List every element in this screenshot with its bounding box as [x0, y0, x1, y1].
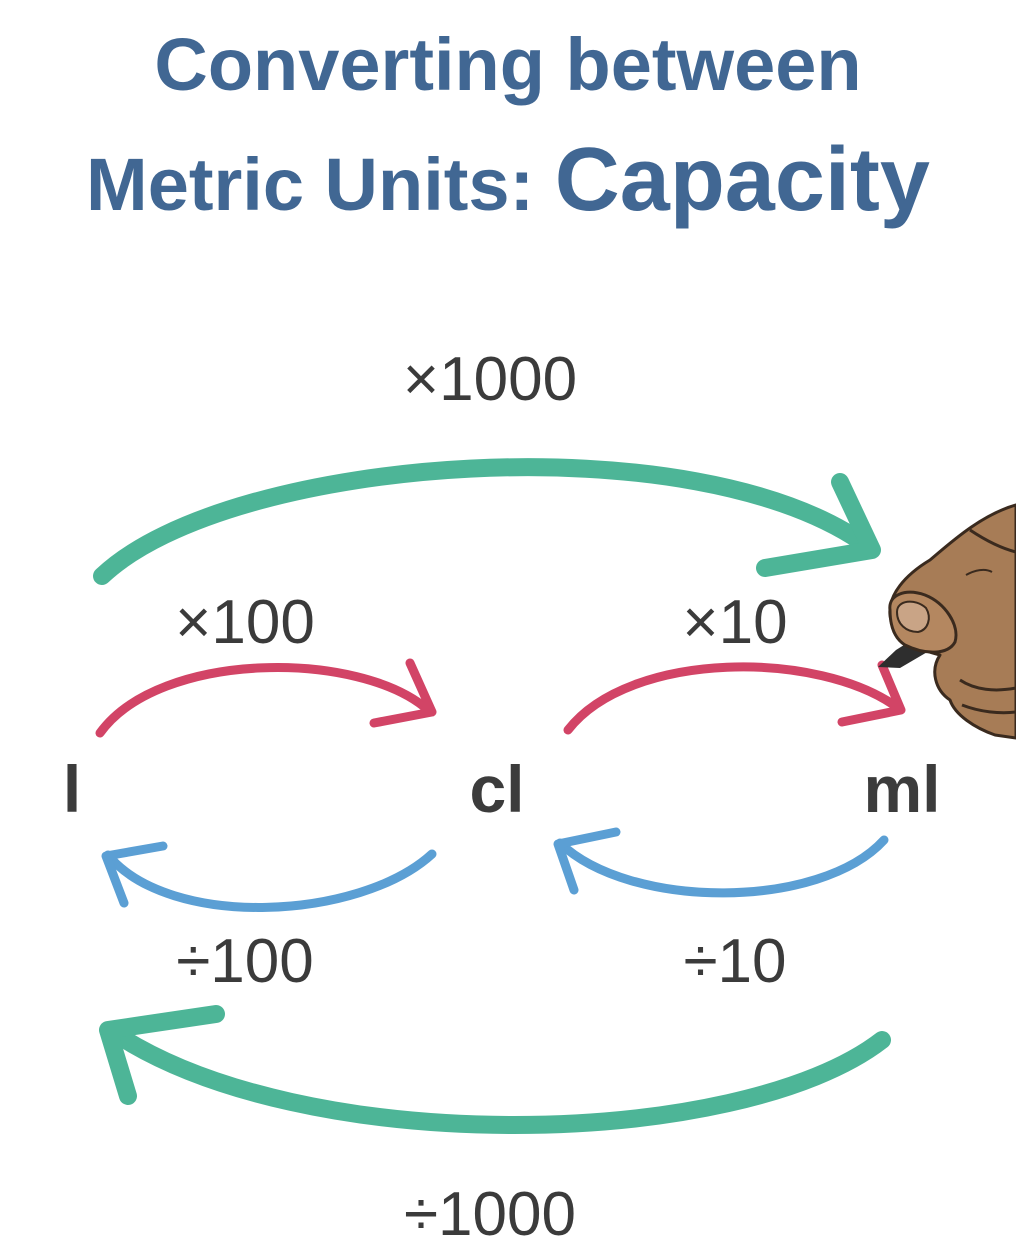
unit-millilitre: ml [863, 752, 941, 826]
arrow-cl-to-ml [563, 662, 903, 735]
arrow-cl-to-ml-head [837, 660, 906, 727]
arrow-l-to-ml-head [756, 473, 881, 577]
label-l-to-cl: ×100 [175, 588, 315, 657]
unit-centilitre: cl [469, 752, 525, 826]
arrow-ml-to-cl [555, 835, 889, 898]
label-cl-to-l: ÷100 [176, 927, 314, 996]
arrow-l-to-ml [93, 458, 879, 585]
title-line-1: Converting between [154, 23, 862, 106]
hand-holding-pen-icon [878, 503, 1016, 740]
label-l-to-ml: ×1000 [402, 345, 578, 414]
label-ml-to-l: ÷1000 [404, 1180, 576, 1249]
arrow-ml-to-cl-head [553, 827, 621, 895]
title-prefix: Metric Units: [86, 143, 555, 226]
arrow-ml-to-l [101, 1021, 891, 1134]
label-ml-to-cl: ÷10 [683, 927, 787, 996]
arrow-ml-to-l-head [99, 1005, 225, 1105]
arrow-l-to-cl-head [369, 658, 437, 728]
title-line-2: Metric Units: Capacity [0, 132, 1016, 233]
label-cl-to-ml: ×10 [682, 588, 788, 657]
title-emphasis: Capacity [554, 130, 930, 230]
unit-litre: l [62, 752, 82, 826]
arrow-l-to-cl [95, 663, 433, 738]
arrow-cl-to-l [103, 849, 437, 912]
arrow-cl-to-l-head [101, 841, 168, 908]
